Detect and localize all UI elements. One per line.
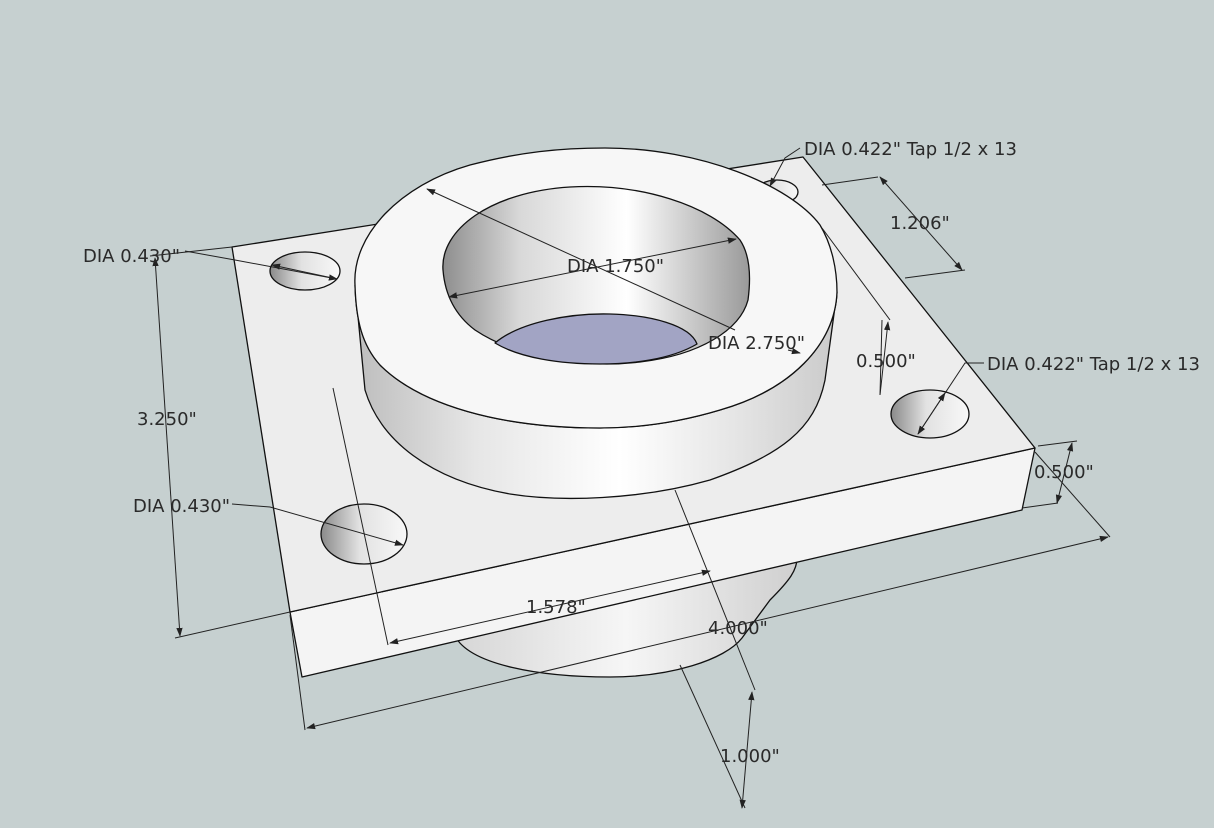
bore-floor	[494, 313, 698, 365]
label-1578: 1.578"	[526, 597, 586, 618]
label-tap-right: DIA 0.422" Tap 1/2 x 13	[987, 354, 1200, 375]
label-dia-2750: DIA 2.750"	[708, 333, 805, 354]
label-500-thick: 0.500"	[1034, 462, 1094, 483]
label-500-hole: 0.500"	[856, 351, 916, 372]
label-4000: 4.000"	[708, 618, 768, 639]
bolt-hole-right	[890, 389, 970, 439]
label-3250: 3.250"	[137, 409, 197, 430]
label-1206: 1.206"	[890, 213, 950, 234]
bolt-hole-top-left	[269, 251, 341, 291]
label-dia-430-bottom: DIA 0.430"	[133, 496, 230, 517]
label-dia-1750: DIA 1.750"	[567, 256, 664, 277]
label-1000: 1.000"	[720, 746, 780, 767]
label-tap-top: DIA 0.422" Tap 1/2 x 13	[804, 139, 1017, 160]
label-dia-430-top: DIA 0.430"	[83, 246, 180, 267]
